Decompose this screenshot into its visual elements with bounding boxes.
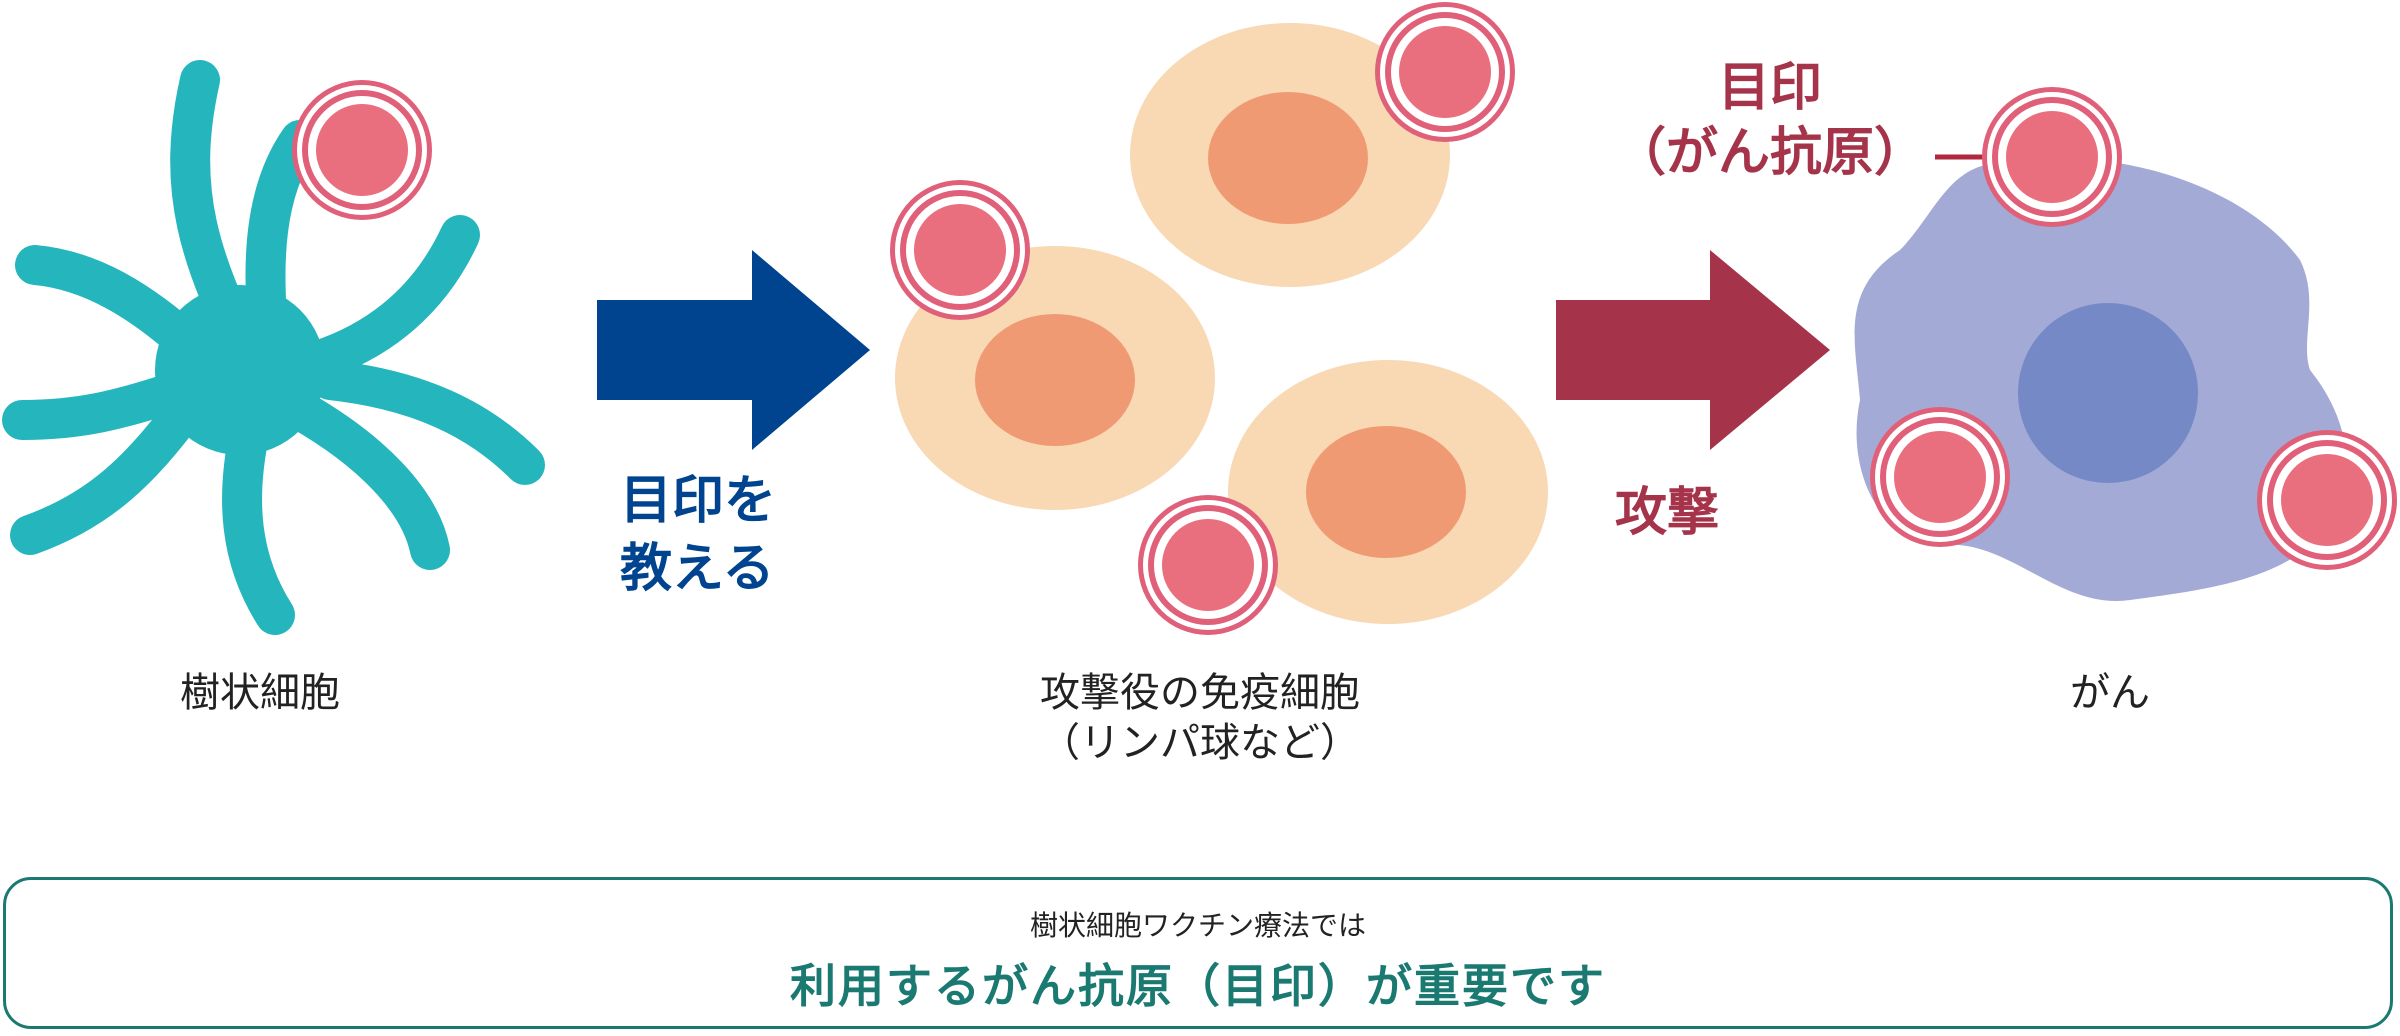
summary-box: 樹状細胞ワクチン療法では 利用するがん抗原（目印）が重要です <box>3 877 2393 1029</box>
antigen-marker <box>2257 430 2397 570</box>
antigen-marker <box>292 80 432 220</box>
antigen-label-line1: 目印 <box>1717 58 1822 118</box>
immune-cell-label-line2: （リンパ球など） <box>1040 720 1360 766</box>
summary-intro: 樹状細胞ワクチン療法では <box>1029 909 1366 942</box>
antigen-marker <box>1138 495 1278 635</box>
immune-cell-label-line1: 攻撃役の免疫細胞 <box>1040 670 1360 716</box>
attack-arrow <box>1556 250 1830 450</box>
dendritic-cell-label: 樹状細胞 <box>180 670 340 716</box>
cancer-label: がん <box>2070 670 2150 716</box>
dendritic-cell <box>2 60 545 635</box>
teach-label-line1: 目印を <box>620 471 777 531</box>
immune-cell-label: 攻撃役の免疫細胞 （リンパ球など） <box>960 668 1440 768</box>
antigen-marker <box>890 180 1030 320</box>
attack-label: 攻撃 <box>1615 483 1720 543</box>
antigen-marker <box>1982 87 2122 227</box>
immune-cell-top <box>1130 23 1450 287</box>
teach-arrow <box>597 250 870 450</box>
antigen-marker <box>1870 407 2010 547</box>
antigen-label: 目印 （がん抗原） <box>1605 56 1935 186</box>
antigen-label-line2: （がん抗原） <box>1613 123 1926 183</box>
teach-label: 目印を 教える <box>620 468 776 603</box>
immune-cell-right <box>1228 360 1548 624</box>
teach-label-line2: 教える <box>620 538 775 599</box>
antigen-marker <box>1375 2 1515 142</box>
summary-message: 利用するがん抗原（目印）が重要です <box>790 959 1606 1013</box>
